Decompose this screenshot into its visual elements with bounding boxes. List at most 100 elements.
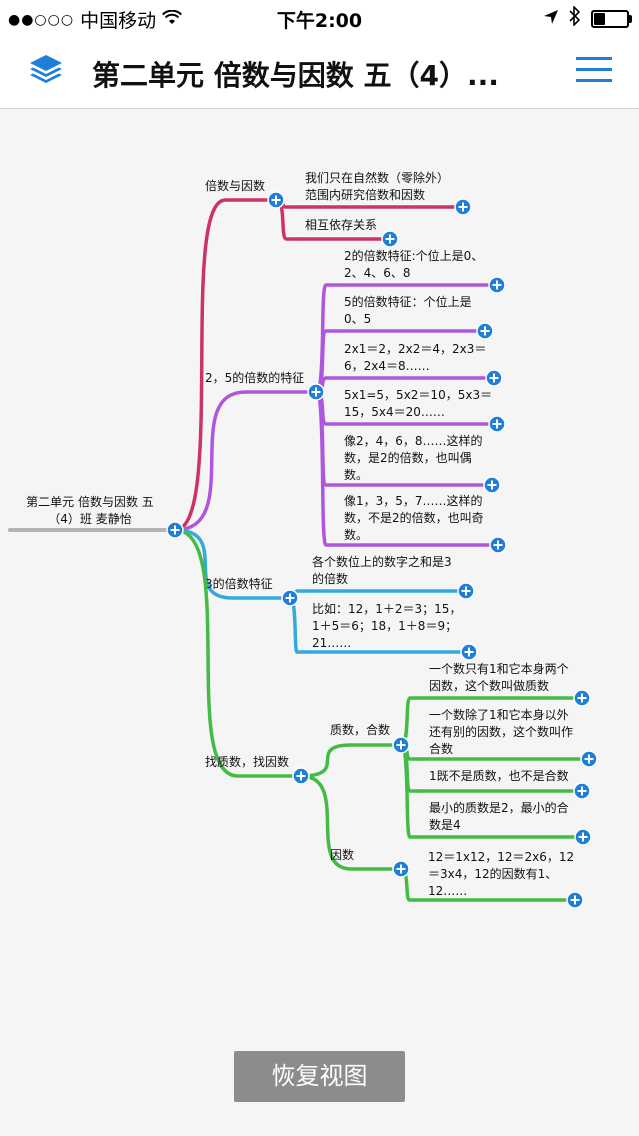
node-text-line: ＝3x4，12的因数有1、 <box>428 866 557 881</box>
branch-label: 倍数与因数 <box>205 178 265 193</box>
sub-branch-connector <box>299 743 403 778</box>
expand-node-icon[interactable] <box>488 415 506 433</box>
bluetooth-icon <box>569 5 581 31</box>
leaf-node-text: 1既不是质数，也不是合数 <box>429 768 569 783</box>
node-text-line: 最小的质数是2，最小的合 <box>429 800 569 815</box>
restore-view-button[interactable]: 恢复视图 <box>234 1051 405 1102</box>
menu-icon[interactable] <box>576 56 612 88</box>
wifi-icon <box>162 9 183 31</box>
location-arrow-icon <box>543 8 559 30</box>
layers-icon[interactable] <box>28 52 64 92</box>
node-text-line: 数，不是2的倍数，也叫奇 <box>344 510 484 525</box>
expand-node-icon[interactable] <box>392 860 410 878</box>
node-text-line: 因数 <box>330 847 354 862</box>
node-text-line: 1既不是质数，也不是合数 <box>429 768 569 783</box>
node-text-line: 像1，3，5，7……这样的 <box>344 493 483 508</box>
status-bar: ●●○○○ 中国移动 下午2:00 <box>0 0 639 36</box>
node-text-line: 2x1＝2，2x2＝4，2x3＝ <box>344 342 486 356</box>
leaf-node-text: 像2，4，6，8……这样的数，是2的倍数，也叫偶数。 <box>344 433 483 482</box>
node-text-line: 合数 <box>429 741 453 756</box>
node-text-line: 范围内研究倍数和因数 <box>305 187 425 202</box>
leaf-node-text: 我们只在自然数（零除外） 范围内研究倍数和因数 <box>305 170 449 202</box>
node-text-line: 的倍数 <box>312 571 348 586</box>
node-text-line: 1＋5＝6；18，1＋8＝9； <box>312 619 457 633</box>
node-text-line: 一个数只有1和它本身两个 <box>429 661 569 676</box>
node-text-line: 0、5 <box>344 312 371 326</box>
expand-node-icon[interactable] <box>566 891 584 909</box>
expand-node-icon[interactable] <box>381 230 399 248</box>
node-text-line: 5x1=5，5x2＝10，5x3＝ <box>344 388 492 402</box>
branch-connector <box>173 198 278 532</box>
branch-label: 3的倍数特征 <box>205 576 273 591</box>
node-text-line: 还有别的因数，这个数叫作 <box>429 724 573 739</box>
leaf-node-text: 像1，3，5，7……这样的数，不是2的倍数，也叫奇数。 <box>344 493 484 542</box>
branch-connector <box>173 528 292 600</box>
node-text-line: 比如：12，1＋2＝3；15， <box>312 601 461 616</box>
node-text-line: 一个数除了1和它本身以外 <box>429 707 569 722</box>
leaf-connector <box>314 390 338 547</box>
node-text-line: 数是4 <box>429 817 461 832</box>
node-text-line: 像2，4，6，8……这样的 <box>344 433 483 448</box>
node-text-line: 21…… <box>312 636 351 650</box>
node-text-line: 15，5x4＝20…… <box>344 405 445 419</box>
node-text-line: 2、4、6、8 <box>344 266 411 280</box>
node-text-line: 2的倍数特征:个位上是0、 <box>344 248 483 263</box>
node-text-line: 5的倍数特征：个位上是 <box>344 294 472 309</box>
battery-fill <box>594 12 605 25</box>
leaf-connector <box>314 283 338 394</box>
branch-connector <box>173 528 303 778</box>
expand-node-icon[interactable] <box>460 643 478 661</box>
node-text-line: 12…… <box>428 884 467 898</box>
nav-bar: 第二单元 倍数与因数 五（4）... <box>0 36 639 109</box>
expand-node-icon[interactable] <box>292 767 310 785</box>
expand-node-icon[interactable] <box>457 582 475 600</box>
status-time: 下午2:00 <box>276 10 363 32</box>
expand-node-icon[interactable] <box>485 369 503 387</box>
leaf-node-text: 2的倍数特征:个位上是0、 2、4、6、8 <box>344 248 483 280</box>
expand-node-icon[interactable] <box>281 589 299 607</box>
branch-label: 2，5的倍数的特征 <box>205 370 304 385</box>
node-text-line: 第二单元 倍数与因数 五 <box>26 494 154 509</box>
root-node-text: 第二单元 倍数与因数 五 （4）班 麦静怡 <box>26 494 154 526</box>
page-title: 第二单元 倍数与因数 五（4）... <box>92 59 499 92</box>
node-text-line: 数。 <box>344 467 368 482</box>
sub-branch-label: 因数 <box>330 847 354 862</box>
node-text-line: 数。 <box>344 527 368 542</box>
mind-map-canvas[interactable]: 第二单元 倍数与因数 五 （4）班 麦静怡 倍数与因数 我们只在自然数（零除外） 范围内… <box>0 109 639 1136</box>
branch-label: 找质数，找因数 <box>205 754 289 769</box>
expand-node-icon[interactable] <box>573 782 591 800</box>
sub-branch-label: 质数，合数 <box>330 722 390 737</box>
leaf-node-text: 2x1＝2，2x2＝4，2x3＝ 6，2x4＝8…… <box>344 342 486 373</box>
node-text-line: 6，2x4＝8…… <box>344 359 430 373</box>
status-right <box>543 5 632 31</box>
leaf-node-text: 最小的质数是2，最小的合数是4 <box>429 800 569 832</box>
sub-branch-connector <box>299 774 403 871</box>
node-text-line: （4）班 麦静怡 <box>48 512 131 526</box>
status-left: ●●○○○ 中国移动 <box>8 6 183 33</box>
expand-node-icon[interactable] <box>166 521 184 539</box>
expand-node-icon[interactable] <box>488 276 506 294</box>
node-text-line: 找质数，找因数 <box>205 754 289 769</box>
expand-node-icon[interactable] <box>267 191 285 209</box>
leaf-node-text: 12＝1x12，12＝2x6，12＝3x4，12的因数有1、12…… <box>428 850 574 898</box>
expand-node-icon[interactable] <box>454 198 472 216</box>
leaf-node-text: 一个数只有1和它本身两个因数，这个数叫做质数 <box>429 661 569 693</box>
node-text-line: 因数，这个数叫做质数 <box>429 678 549 693</box>
expand-node-icon[interactable] <box>307 383 325 401</box>
node-text-line: 倍数与因数 <box>205 178 265 193</box>
expand-node-icon[interactable] <box>489 536 507 554</box>
leaf-node-text: 一个数除了1和它本身以外还有别的因数，这个数叫作合数 <box>429 707 573 756</box>
expand-node-icon[interactable] <box>574 828 592 846</box>
expand-node-icon[interactable] <box>580 750 598 768</box>
expand-node-icon[interactable] <box>476 322 494 340</box>
leaf-node-text: 5的倍数特征：个位上是 0、5 <box>344 294 472 326</box>
carrier-label: 中国移动 <box>80 10 157 32</box>
expand-node-icon[interactable] <box>392 736 410 754</box>
expand-node-icon[interactable] <box>573 689 591 707</box>
node-text-line: 我们只在自然数（零除外） <box>305 170 449 185</box>
expand-node-icon[interactable] <box>483 476 501 494</box>
battery-icon <box>591 9 632 28</box>
node-text-line: 相互依存关系 <box>305 217 377 232</box>
leaf-node-text: 比如：12，1＋2＝3；15， 1＋5＝6；18，1＋8＝9； 21…… <box>312 601 461 650</box>
